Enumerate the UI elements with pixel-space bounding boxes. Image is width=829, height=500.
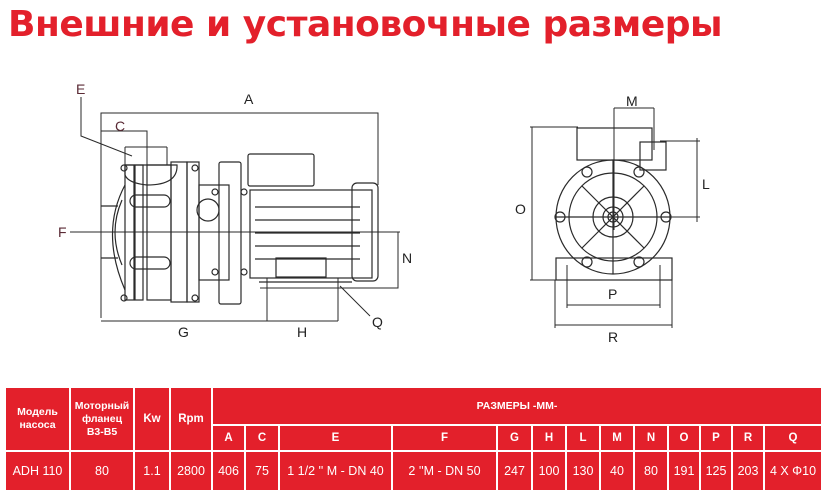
side-view-labels: A C E F G H N Q [58, 81, 412, 340]
label-o: O [515, 201, 526, 217]
cell-dim-h: 100 [533, 452, 567, 492]
cell-dim-q: 4 X Φ10 [765, 452, 823, 492]
label-r: R [608, 329, 618, 345]
header-dim-o: O [669, 426, 701, 452]
cell-rpm: 2800 [171, 452, 213, 492]
header-kw: Kw [135, 388, 171, 452]
cell-dim-r: 203 [733, 452, 765, 492]
cell-dim-o: 191 [669, 452, 701, 492]
header-dim-f: F [393, 426, 498, 452]
front-view-drawing [530, 107, 700, 328]
page-title: Внешние и установочные размеры [8, 4, 723, 45]
cell-dim-a: 406 [213, 452, 246, 492]
pump-dimension-drawing: A C E F G H N Q [58, 81, 710, 345]
label-n: N [402, 250, 412, 266]
label-p: P [608, 286, 617, 302]
header-dim-a: A [213, 426, 246, 452]
header-flange: Моторный фланец B3-B5 [71, 388, 135, 452]
cell-dim-c: 75 [246, 452, 280, 492]
cell-dim-n: 80 [635, 452, 669, 492]
header-dim-r: R [733, 426, 765, 452]
header-dim-q: Q [765, 426, 823, 452]
label-g: G [178, 324, 189, 340]
header-dim-m: M [601, 426, 635, 452]
cell-dim-p: 125 [701, 452, 733, 492]
label-h: H [297, 324, 307, 340]
cell-dim-e: 1 1/2 '' M - DN 40 [280, 452, 393, 492]
label-c: C [115, 118, 125, 134]
header-dim-e: E [280, 426, 393, 452]
header-rpm: Rpm [171, 388, 213, 452]
cell-model: ADH 110 [6, 452, 71, 492]
front-view-labels: M L O P R [515, 93, 710, 345]
label-l: L [702, 176, 710, 192]
header-dimensions-group: РАЗМЕРЫ -MM- [213, 388, 823, 426]
header-dim-p: P [701, 426, 733, 452]
header-dim-h: H [533, 426, 567, 452]
cell-flange: 80 [71, 452, 135, 492]
label-e: E [76, 81, 85, 97]
cell-dim-m: 40 [601, 452, 635, 492]
header-dim-c: C [246, 426, 280, 452]
label-a: A [244, 91, 254, 107]
label-m: M [626, 93, 638, 109]
header-dim-l: L [567, 426, 601, 452]
specification-table: Модель насоса Моторный фланец B3-B5 Kw R… [6, 388, 823, 492]
header-dim-n: N [635, 426, 669, 452]
header-model: Модель насоса [6, 388, 71, 452]
cell-dim-l: 130 [567, 452, 601, 492]
label-f: F [58, 224, 67, 240]
side-view-drawing [70, 97, 400, 322]
cell-kw: 1.1 [135, 452, 171, 492]
header-dim-g: G [498, 426, 533, 452]
label-q: Q [372, 314, 383, 330]
cell-dim-f: 2 ''M - DN 50 [393, 452, 498, 492]
cell-dim-g: 247 [498, 452, 533, 492]
